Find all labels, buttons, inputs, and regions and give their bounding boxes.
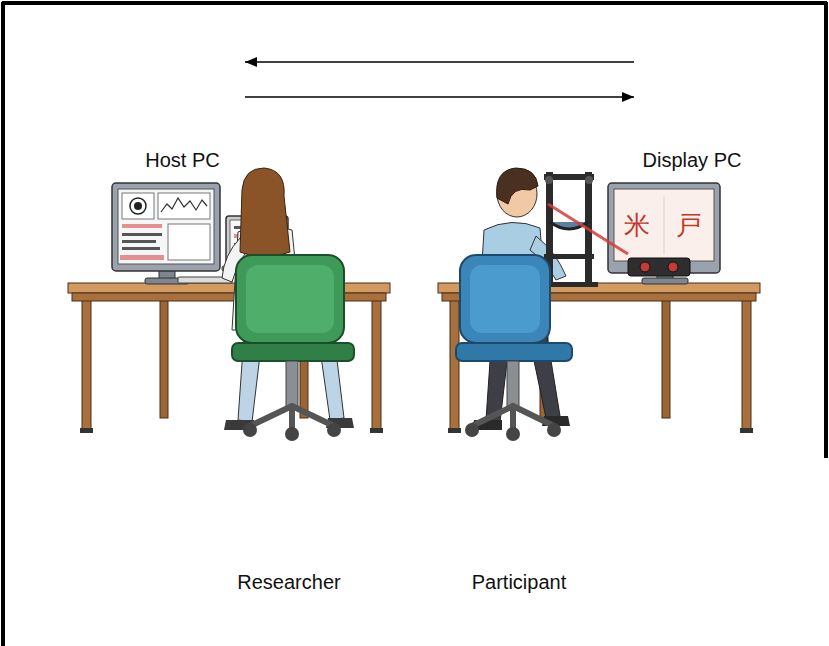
eye-icon xyxy=(130,198,146,214)
monitor-base xyxy=(642,278,688,284)
chair-wheel xyxy=(243,423,257,437)
chair-wheel xyxy=(285,427,299,441)
chair-wheel xyxy=(465,423,479,437)
monitor-frame xyxy=(112,183,220,271)
text-line xyxy=(122,233,162,236)
knob xyxy=(545,176,553,184)
researcher xyxy=(222,168,354,430)
desk-leg xyxy=(160,300,168,418)
chair-pole xyxy=(286,361,298,407)
monitor-screen xyxy=(614,189,714,261)
chair-wheel xyxy=(547,423,561,437)
stimulus-character: 戸 xyxy=(676,211,702,241)
monitor-screen xyxy=(118,189,214,264)
desk-leg xyxy=(450,300,459,430)
frame-left xyxy=(1,2,5,646)
frame-right xyxy=(824,2,828,458)
chair-back-panel xyxy=(246,265,334,333)
frame-top xyxy=(2,1,827,5)
chair-seat xyxy=(456,343,572,361)
pupil-icon xyxy=(134,202,142,210)
desk-leg xyxy=(742,300,751,430)
chair-base xyxy=(250,406,334,430)
computer-station: Display PC xyxy=(634,50,750,174)
data-panel xyxy=(168,224,210,260)
gaze-trace xyxy=(161,198,207,212)
text-line xyxy=(122,240,156,243)
host-monitor xyxy=(112,183,220,284)
red-bar xyxy=(122,224,162,228)
cross-bar xyxy=(544,254,594,259)
data-link-arrow xyxy=(245,61,634,63)
chair-wheel xyxy=(506,427,520,441)
chair-base xyxy=(472,406,554,430)
data-link-arrow xyxy=(245,96,634,98)
eye-tracker xyxy=(628,258,690,276)
chair-pole xyxy=(507,361,519,407)
desk-leg xyxy=(82,300,91,430)
tracker-lens xyxy=(640,262,650,272)
green-chair xyxy=(232,255,354,441)
stimulus-character: 米 xyxy=(624,211,650,241)
display-monitor xyxy=(608,183,720,284)
chair-back-panel xyxy=(470,265,540,333)
desk-foot xyxy=(740,428,753,433)
chair-wheel xyxy=(327,423,341,437)
eye-panel xyxy=(122,193,154,219)
desk-leg xyxy=(662,300,670,418)
participant-hair xyxy=(497,168,538,204)
desk-leg xyxy=(372,300,381,430)
desk-foot xyxy=(370,428,383,433)
chair-seat xyxy=(232,343,354,361)
desk-foot xyxy=(80,428,93,433)
station-label: Host PC xyxy=(145,148,219,172)
chair-back xyxy=(236,255,344,343)
screen-divider xyxy=(664,196,665,254)
person-label: Researcher xyxy=(237,571,340,594)
researcher-hair xyxy=(240,168,290,257)
red-bar xyxy=(120,255,164,260)
chair-back xyxy=(460,255,550,343)
station-label: Display PC xyxy=(643,148,742,172)
trace-panel xyxy=(158,193,210,219)
knob xyxy=(585,176,593,184)
text-line xyxy=(122,247,160,250)
person-label: Participant xyxy=(472,571,567,594)
blue-chair xyxy=(456,255,572,441)
desk-foot xyxy=(448,428,461,433)
computer-station: Host PC xyxy=(120,50,245,174)
gaze-line xyxy=(548,204,628,254)
tracker-lens xyxy=(668,262,678,272)
